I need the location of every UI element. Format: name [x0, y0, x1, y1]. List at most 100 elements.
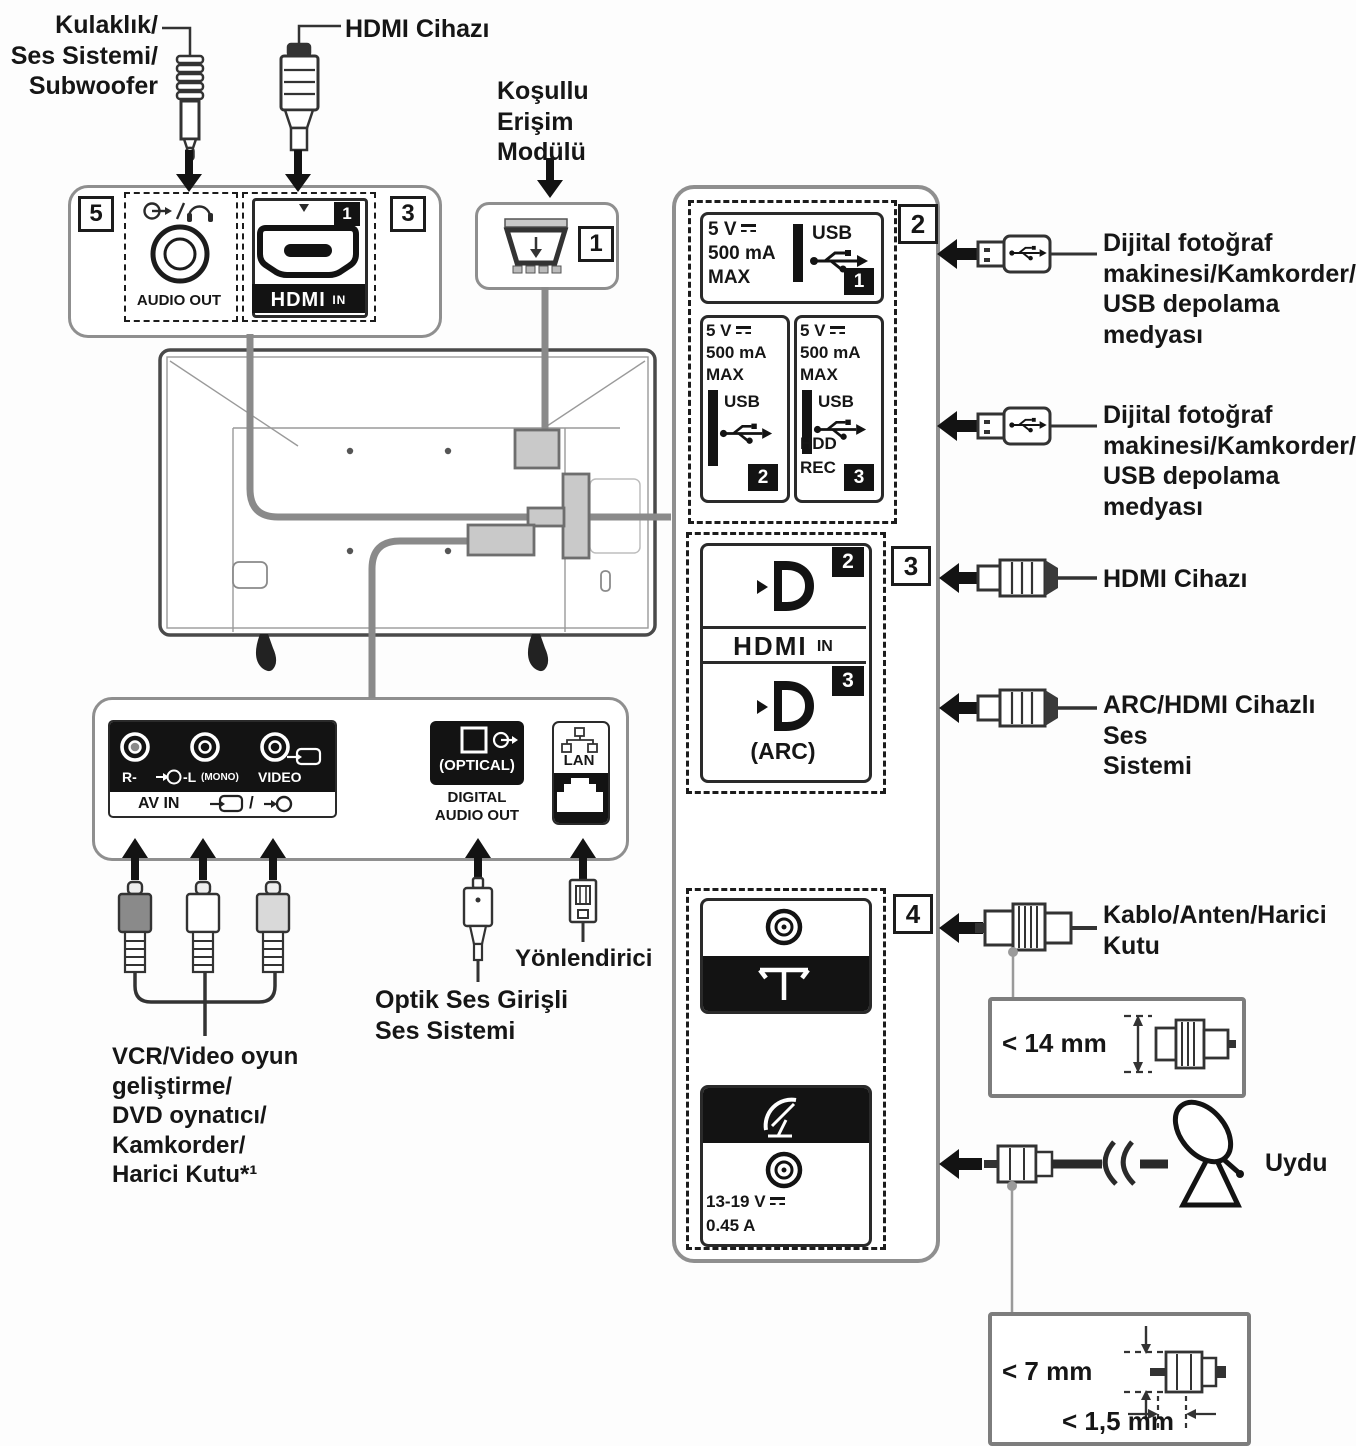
- arrows-up: [122, 838, 596, 880]
- dc-symbol-icon: [829, 325, 845, 338]
- arrow-down-cam: [537, 158, 563, 198]
- callout-4: 4: [893, 894, 933, 934]
- label-cam: Koşullu Erişim Modülü: [497, 77, 589, 166]
- usb3-hdd: HDD: [800, 434, 837, 453]
- lan-label: LAN: [563, 752, 595, 769]
- label-hdmi-device-right: HDMI Cihazı: [1103, 565, 1248, 593]
- usb-dashed-zone: [688, 200, 897, 524]
- av-in-label: AV IN: [138, 795, 180, 812]
- measure-7mm-graphic: [1124, 1326, 1226, 1428]
- hdmi3-arc-label: (ARC): [750, 738, 816, 764]
- av-in-strip-icons: [210, 794, 293, 813]
- av-slash: /: [249, 793, 254, 812]
- label-router: Yönlendirici: [515, 945, 653, 972]
- usb3-label: USB: [818, 392, 854, 411]
- cam-module-icon: [503, 218, 569, 274]
- usb3-ma: 500 mA: [800, 343, 861, 362]
- hdmi1-badge: 1: [334, 202, 360, 226]
- hdmi-logo-text: HDMI: [270, 289, 326, 311]
- usb1-symbol-icon: [793, 224, 870, 282]
- measure-7mm-box: [988, 1312, 1251, 1446]
- callout-3-left: 3: [390, 196, 426, 232]
- satellite-symbol-bar: [703, 1088, 869, 1143]
- label-satellite: Uydu: [1265, 1149, 1328, 1177]
- line-out-headphone-icon: [143, 202, 213, 222]
- usb1-volt: 5 V: [708, 218, 756, 241]
- usb2-ma: 500 mA: [706, 343, 767, 362]
- rca-plug-red: [117, 880, 153, 974]
- callout-3-right: 3: [891, 546, 931, 586]
- usb3-rec: REC: [800, 458, 836, 477]
- usb2-label: USB: [724, 392, 760, 411]
- usb3-max: MAX: [800, 365, 838, 384]
- satellite-cable: [1052, 1140, 1168, 1186]
- usb1-label: USB: [812, 223, 853, 244]
- satellite-plug-icon: [984, 1144, 1054, 1312]
- measure-14mm-graphic: [1124, 1014, 1236, 1074]
- satellite-volt: 13-19 V: [706, 1192, 785, 1213]
- audio-out-dashed-zone: [124, 192, 238, 322]
- usb2-volt: 5 V: [706, 321, 751, 342]
- digital-audio-out-label: AUDIO OUT: [434, 807, 520, 824]
- hdmi3-connector-icon: [757, 681, 814, 731]
- label-headphone-systems: Kulaklık/ Ses Sistemi/ Subwoofer: [10, 11, 158, 100]
- ethernet-plug-icon: [568, 878, 598, 942]
- measure-1-5mm-label: < 1,5 mm: [1062, 1406, 1175, 1436]
- label-usb-device-2: Dijital fotoğraf makinesi/Kamkorder/ USB…: [1103, 401, 1356, 521]
- dc-symbol-icon: [735, 325, 751, 338]
- lan-network-icon: [561, 727, 598, 753]
- usb1-ma: 500 mA: [708, 243, 776, 264]
- arrows-left: [937, 239, 983, 1179]
- satellite-dish-icon: [1172, 1099, 1244, 1208]
- av-r-label: R-: [122, 769, 137, 785]
- hdmi-plug-icon-1: [976, 558, 1097, 598]
- satellite-amp: 0.45 A: [706, 1216, 756, 1235]
- satellite-symbol-icon: [763, 1097, 797, 1138]
- arrow-down-audio: [176, 150, 202, 192]
- hdmi-in-logo: HDMI IN: [700, 631, 866, 663]
- usb3-symbol-icon: [802, 390, 868, 454]
- hdmi-plug-icon-2: [976, 688, 1097, 728]
- label-arc-audio-system: ARC/HDMI Cihazlı Ses Sistemi: [1103, 691, 1316, 780]
- hdmi1-socket-icon: [257, 204, 359, 278]
- antenna-symbol-icon: [758, 967, 810, 1000]
- optical-port-icon: [460, 726, 518, 754]
- rca-cable: [133, 972, 277, 1036]
- dc-symbol-icon: [740, 223, 756, 236]
- label-optical-audio-system: Optik Ses Girişli Ses Sistemi: [375, 986, 569, 1045]
- usb2-badge: 2: [748, 464, 778, 491]
- usb3-badge: 3: [844, 464, 874, 491]
- hdmi2-badge: 2: [832, 547, 864, 577]
- tv-back-panel: [158, 348, 657, 672]
- hdmi1-dashed-zone: [242, 192, 376, 322]
- audio-out-label: AUDIO OUT: [136, 292, 222, 309]
- tv-connector-blocks: [466, 428, 591, 560]
- hdmi-logo-text: HDMI: [733, 631, 808, 661]
- rca-plug-yellow: [255, 880, 291, 974]
- hdmi-in-text: IN: [816, 638, 833, 656]
- rca-plug-white: [185, 880, 221, 974]
- hdmi-in-divider-top: [702, 626, 866, 629]
- usb3-volt: 5 V: [800, 321, 845, 342]
- digital-label: DIGITAL: [447, 789, 507, 806]
- arrow-down-hdmi1: [285, 150, 311, 192]
- callout-2: 2: [898, 204, 938, 244]
- internal-cables: [246, 287, 671, 698]
- callout-1: 1: [578, 226, 614, 262]
- headphone-jack-icon: [162, 26, 205, 162]
- hdmi3-badge: 3: [832, 666, 864, 696]
- lan-rj45-icon: [557, 778, 603, 812]
- optical-plug-icon: [462, 876, 494, 982]
- hdmi-in-divider-bottom: [702, 661, 866, 664]
- av-mono-label: (MONO): [201, 772, 239, 783]
- usb-plug-icon-2: [976, 406, 1097, 446]
- usb2-symbol-icon: [708, 390, 774, 466]
- av-video-label: VIDEO: [258, 769, 302, 785]
- hdmi-plug-top-icon: [279, 24, 341, 152]
- tuner-dashed-zone: [686, 888, 886, 1250]
- hdmi1-logo-bar: [252, 284, 365, 313]
- antenna-coax-icon: [765, 908, 803, 946]
- usb-plug-icon-1: [976, 234, 1097, 274]
- coax-plug-icon: [975, 902, 1097, 997]
